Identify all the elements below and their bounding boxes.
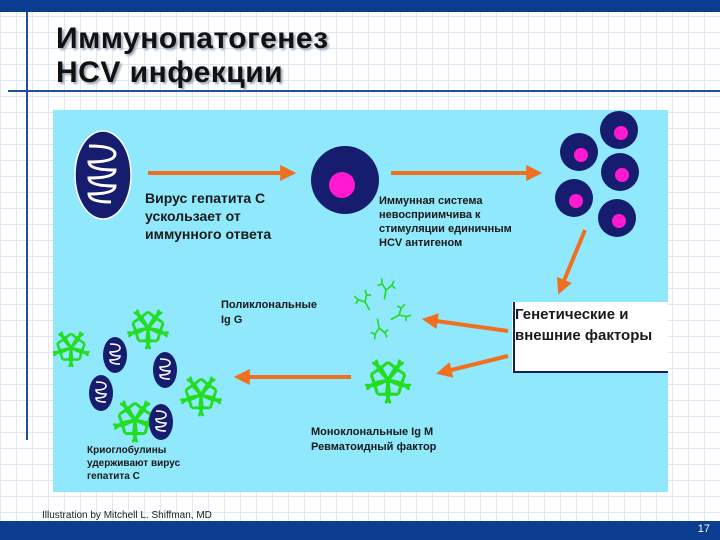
cryoglobulins-line-2: удерживают вирус — [87, 458, 181, 469]
hcv-virus-large — [74, 130, 132, 220]
horizontal-rule — [8, 90, 720, 92]
immune-system-line-4: HCV антигеном — [379, 237, 462, 249]
immune-system-line-2: невосприимчива к — [379, 209, 481, 221]
page-number: 17 — [697, 523, 710, 535]
monoclonal-line-1: Моноклональные Ig M — [311, 426, 433, 438]
immune-cell-cluster — [555, 111, 639, 237]
virus-escape-label: Вирус гепатита С ускользает от иммунного… — [145, 190, 271, 242]
genetic-factors-box: Генетические и внешние факторы — [512, 302, 668, 373]
slide-title: Иммунопатогенез HCV инфекции — [56, 22, 329, 90]
cryoglobulin-complex — [53, 307, 223, 443]
cryoglobulins-line-3: гепатита С — [87, 471, 140, 482]
illustration-credit: Illustration by Mitchell L. Shiffman, MD — [42, 510, 212, 521]
immune-system-line-1: Иммунная система — [379, 195, 483, 207]
immune-system-line-3: стимуляции единичным — [379, 223, 512, 235]
polyclonal-line-2: Ig G — [221, 314, 242, 326]
virus-escape-line-1: Вирус гепатита С — [145, 190, 265, 206]
title-line-2: HCV инфекции — [56, 56, 284, 89]
genetic-factors-label: Генетические и внешние факторы — [515, 306, 652, 344]
virus-escape-line-2: ускользает от — [145, 208, 241, 224]
polyclonal-igg-label: Поликлональные Ig G — [221, 299, 320, 326]
genetic-factors-line-1: Генетические и — [515, 306, 629, 323]
arrow-cluster-to-factors — [556, 229, 587, 295]
immune-cell-large — [311, 146, 379, 214]
cryoglobulins-line-1: Криоглобулины — [87, 444, 166, 456]
arrow-factors-to-monoclonal — [436, 354, 509, 378]
virus-escape-line-3: иммунного ответа — [145, 226, 271, 242]
genetic-factors-line-2: внешние факторы — [515, 327, 652, 344]
diagram-canvas: Вирус гепатита С ускользает от иммунного… — [53, 111, 668, 482]
title-line-1: Иммунопатогенез — [56, 22, 329, 55]
igm-antibody — [364, 357, 412, 404]
top-bar — [0, 0, 720, 12]
cryoglobulins-label: Криоглобулины удерживают вирус гепатита … — [87, 444, 183, 482]
arrow-factors-to-polyclonal — [421, 313, 509, 333]
polyclonal-line-1: Поликлональные — [221, 299, 317, 311]
vertical-rule — [26, 12, 28, 440]
immune-system-label: Иммунная система невосприимчива к стимул… — [379, 195, 515, 249]
monoclonal-igm-label: Моноклональные Ig M Ревматоидный фактор — [311, 426, 437, 453]
igg-antibodies — [352, 277, 413, 341]
bottom-bar: 17 — [0, 521, 720, 540]
immunopathogenesis-diagram: Вирус гепатита С ускользает от иммунного… — [53, 110, 668, 492]
monoclonal-line-2: Ревматоидный фактор — [311, 441, 437, 453]
